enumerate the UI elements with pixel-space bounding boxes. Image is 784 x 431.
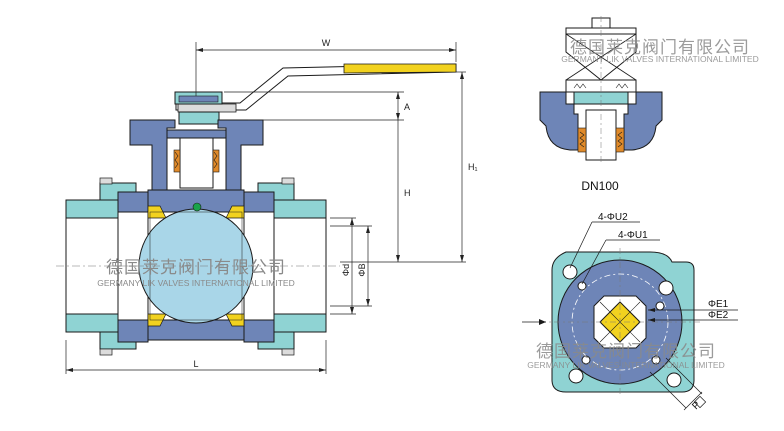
detail-caption: DN100 [581, 179, 619, 193]
dimension-lines [65, 42, 466, 374]
dim-H1-label: H₁ [468, 162, 478, 172]
dim-W-label: W [322, 38, 331, 48]
watermark-cn-text: 德国莱克阀门有限公司 [536, 342, 716, 361]
watermark-cn-text: 德国莱克阀门有限公司 [106, 258, 286, 277]
stem-nut [174, 91, 223, 125]
holes-U1-label: 4-ΦU1 [618, 230, 648, 241]
watermark-en-text: GERMANY LIK VALVES INTERNATIONAL LIMITED [97, 278, 294, 288]
dim-E1-label: ΦE1 [708, 299, 729, 310]
dim-A-label: A [404, 102, 410, 112]
dim-H-label: H [404, 188, 411, 198]
flange-top-view [522, 221, 738, 411]
dim-L-label: L [193, 359, 198, 369]
dim-E2-label: ΦE2 [708, 310, 729, 321]
watermark-center: 德国莱克阀门有限公司 GERMANY LIK VALVES INTERNATIO… [97, 258, 294, 288]
watermark-cn-text: 德国莱克阀门有限公司 [570, 38, 750, 57]
bonnet [129, 119, 264, 191]
valve-section-view [56, 63, 457, 356]
dim-B-label: ΦB [357, 263, 367, 276]
handle-lever [175, 63, 457, 113]
stem-indicator-dot [192, 202, 202, 212]
dimension-arrows [66, 48, 464, 372]
watermark-en-text: GERMANY LIK VALVES INTERNATIONAL LIMITED [527, 360, 724, 370]
watermark-en-text: GERMANY LIK VALVES INTERNATIONAL LIMITED [561, 54, 758, 64]
watermark-top-right: 德国莱克阀门有限公司 GERMANY LIK VALVES INTERNATIO… [561, 38, 758, 64]
dim-d-label: Φd [341, 264, 351, 276]
dn100-detail [539, 16, 663, 162]
watermark-bottom-right: 德国莱克阀门有限公司 GERMANY LIK VALVES INTERNATIO… [527, 342, 724, 370]
holes-U2-label: 4-ΦU2 [598, 212, 628, 223]
